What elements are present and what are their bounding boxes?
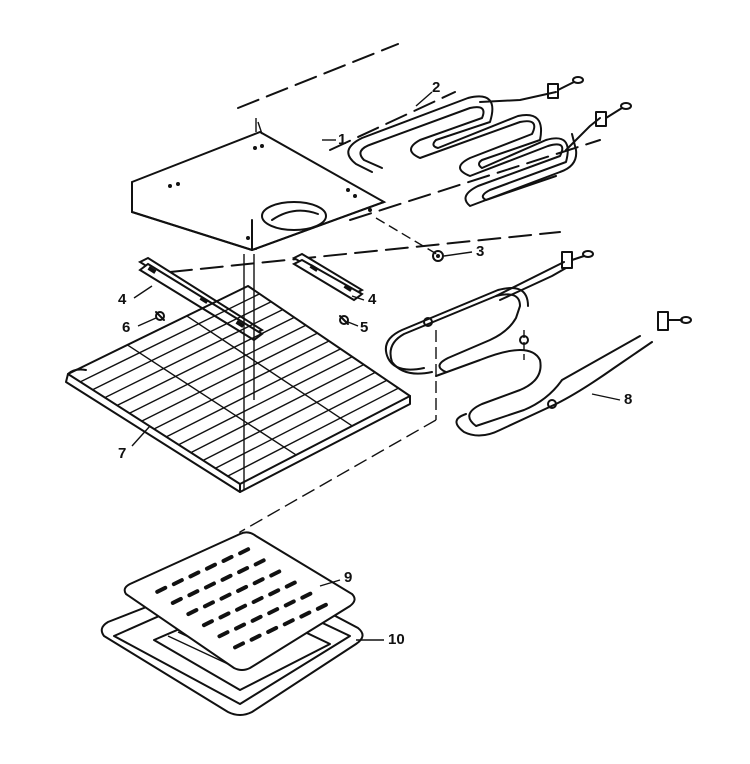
insert-slot — [235, 603, 248, 612]
rack-wire — [92, 301, 272, 391]
callout-3: 3 — [476, 243, 484, 260]
rack-wire — [141, 332, 318, 422]
rack-cross-wire — [127, 344, 297, 456]
part-4-right-support — [291, 252, 365, 302]
rack-wire — [116, 316, 295, 407]
callout-2: 2 — [432, 79, 440, 96]
insert-slot — [203, 581, 216, 590]
insert-slot — [234, 622, 247, 631]
insert-slot — [218, 611, 231, 620]
part-1-top-plate — [131, 121, 387, 252]
insert-slot — [252, 577, 265, 586]
callout-1: 1 — [338, 131, 346, 148]
insert-slot — [217, 630, 230, 639]
insert-slot — [219, 592, 232, 601]
insert-slot — [315, 602, 328, 611]
callout-4-right: 4 — [368, 291, 377, 308]
insert-slot — [233, 641, 246, 650]
callout-6: 6 — [122, 319, 130, 336]
insert-slot — [269, 569, 282, 578]
rack-wire — [153, 340, 330, 430]
rack-wire — [178, 356, 353, 446]
insert-slot — [267, 607, 280, 616]
part-2-broil-element — [347, 76, 632, 207]
insert-slot — [237, 566, 250, 575]
part-8-bake-element — [384, 250, 692, 437]
insert-slot — [188, 570, 201, 579]
insert-slot — [283, 599, 296, 608]
insert-slot — [251, 596, 264, 605]
callout-9: 9 — [344, 569, 352, 586]
callout-4-left: 4 — [118, 291, 127, 308]
pan-rib — [167, 635, 229, 665]
rack-wire — [202, 371, 376, 462]
callout-5: 5 — [360, 319, 368, 336]
insert-slot — [186, 608, 199, 617]
callout-8: 8 — [624, 391, 632, 408]
callout-leaders — [131, 91, 621, 641]
insert-slot — [282, 618, 295, 627]
insert-slot — [220, 573, 233, 582]
insert-slot — [171, 578, 184, 587]
callout-10: 10 — [388, 631, 405, 648]
rack-wire — [104, 308, 284, 399]
insert-slot — [238, 547, 251, 556]
rack-wire — [215, 379, 388, 469]
insert-slot — [249, 633, 262, 642]
rack-wire — [129, 324, 307, 414]
rack-wire — [190, 363, 365, 454]
part-3-nut — [432, 250, 444, 262]
assembly-guide-lines — [169, 43, 601, 273]
insert-slot — [300, 591, 313, 600]
insert-slot — [202, 600, 215, 609]
insert-slot — [170, 596, 183, 605]
rack-wire — [79, 293, 260, 383]
rack-cross-wire — [186, 315, 353, 427]
insert-slot — [236, 584, 249, 593]
insert-slot — [268, 588, 281, 597]
insert-slot — [253, 558, 266, 567]
insert-slot — [250, 614, 263, 623]
part-5-screw — [339, 315, 349, 325]
insert-slot — [266, 625, 279, 634]
rack-wire — [227, 387, 399, 477]
insert-slot — [155, 585, 168, 594]
part-9-pan-insert — [123, 531, 356, 671]
insert-slot — [299, 610, 312, 619]
insert-slot — [204, 562, 217, 571]
callout-labels: 1 2 3 4 4 5 6 7 8 9 10 — [118, 79, 632, 648]
insert-slot — [187, 589, 200, 598]
insert-slot — [201, 619, 214, 628]
part-7-oven-rack — [65, 254, 411, 493]
insert-slot — [221, 554, 234, 563]
insert-slot — [284, 580, 297, 589]
callout-7: 7 — [118, 445, 126, 462]
part-6-screw — [155, 311, 165, 321]
